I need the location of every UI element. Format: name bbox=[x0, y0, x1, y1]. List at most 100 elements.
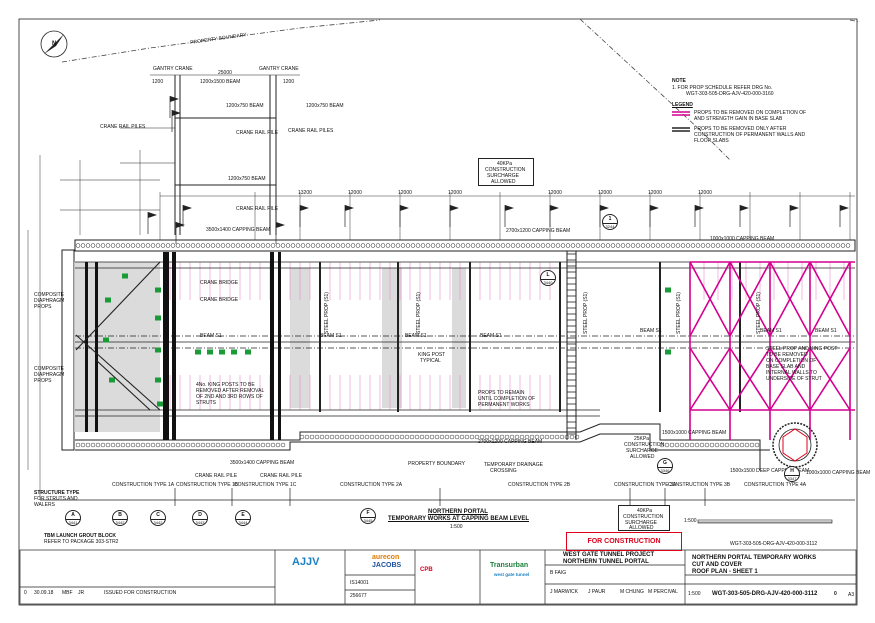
approver-name: M PERCIVAL bbox=[648, 589, 678, 595]
wall-panel bbox=[694, 442, 700, 448]
wall-panel bbox=[314, 434, 320, 440]
diagonal-prop bbox=[689, 347, 731, 411]
flag-head bbox=[840, 205, 849, 211]
wall-panel bbox=[409, 434, 415, 440]
wall-panel bbox=[725, 243, 731, 248]
wall-panel bbox=[444, 434, 450, 440]
wall-panel bbox=[140, 442, 146, 448]
wall-panel bbox=[754, 442, 760, 448]
capping-beam-label-g: 1500x1500 DEEP CAPPING BEAM bbox=[730, 468, 810, 474]
flag-head bbox=[148, 212, 157, 218]
king-post-label: KING POST bbox=[418, 352, 446, 358]
crane-rail-piles-label-a: CRANE RAIL PILES bbox=[100, 124, 146, 130]
shaded-area bbox=[74, 262, 466, 432]
wall-panel bbox=[840, 243, 846, 248]
flag-head bbox=[276, 222, 285, 228]
wall-panel bbox=[75, 243, 81, 248]
wall-panel bbox=[475, 243, 481, 248]
wall-panel bbox=[110, 442, 116, 448]
wall-panel bbox=[410, 243, 416, 248]
wall-panel bbox=[714, 442, 720, 448]
section-marker-id: H bbox=[790, 468, 794, 474]
wall-panel bbox=[525, 243, 531, 248]
plan-subtitle: TEMPORARY WORKS AT CAPPING BEAM LEVEL bbox=[388, 516, 530, 522]
steel-prop-line bbox=[739, 262, 741, 412]
capping-beam-label-h: 1000x1000 CAPPING BEAM bbox=[806, 470, 871, 476]
span-dim-0: 13200 bbox=[298, 190, 312, 196]
wall-panel bbox=[659, 442, 665, 448]
flag-markers bbox=[147, 96, 849, 244]
wall-panel bbox=[755, 243, 761, 248]
wall-panel bbox=[430, 243, 436, 248]
king-post-marker bbox=[155, 377, 161, 383]
section-marker-id: B bbox=[118, 512, 122, 518]
strut-column bbox=[172, 252, 176, 440]
wall-panel bbox=[820, 243, 826, 248]
king-post-marker bbox=[155, 287, 161, 293]
wall-panel bbox=[235, 442, 241, 448]
flag-marker bbox=[147, 212, 157, 234]
rev-date: 30.09.18 bbox=[34, 590, 54, 596]
king-post-marker bbox=[195, 349, 201, 355]
wall-panel bbox=[155, 243, 161, 248]
wall-panel bbox=[440, 243, 446, 248]
designer-name: B FAIG bbox=[550, 570, 567, 576]
strut-column bbox=[278, 252, 281, 440]
section-marker-id: C bbox=[156, 512, 160, 518]
strut-columns bbox=[85, 252, 741, 440]
steel-props-bracing bbox=[689, 261, 855, 440]
wall-panel bbox=[549, 434, 555, 440]
diagonal-prop bbox=[729, 347, 771, 411]
flag-marker bbox=[449, 205, 459, 227]
rev-description: ISSUED FOR CONSTRUCTION bbox=[104, 590, 177, 596]
wall-panel bbox=[399, 434, 405, 440]
gantry-crane-label-left: GANTRY CRANE bbox=[153, 66, 193, 72]
dimension-lines-left bbox=[27, 150, 141, 500]
wall-panel bbox=[115, 243, 121, 248]
flag-head bbox=[740, 205, 749, 211]
wall-panel bbox=[544, 434, 550, 440]
construction-type-4a: CONSTRUCTION TYPE 4A bbox=[744, 482, 807, 488]
wall-panel bbox=[534, 434, 540, 440]
wall-panel bbox=[190, 243, 196, 248]
wall-panel bbox=[610, 243, 616, 248]
wall-panel bbox=[304, 434, 310, 440]
diagonal-prop bbox=[769, 261, 811, 337]
steel-prop-line bbox=[397, 262, 399, 412]
wall-panel bbox=[330, 243, 336, 248]
wall-panel bbox=[190, 442, 196, 448]
wall-panel bbox=[339, 434, 345, 440]
wall-panel bbox=[514, 434, 520, 440]
flag-marker bbox=[694, 205, 704, 227]
dim-1200-left: 1200 bbox=[152, 79, 164, 85]
king-post-marker bbox=[231, 349, 237, 355]
wall-panel bbox=[519, 434, 525, 440]
temp-drainage-crossing-label: CROSSING bbox=[490, 468, 517, 474]
wall-panel bbox=[770, 243, 776, 248]
wall-panel bbox=[605, 243, 611, 248]
wall-panel bbox=[260, 243, 266, 248]
wall-panel bbox=[790, 243, 796, 248]
wall-panel bbox=[484, 434, 490, 440]
wall-panel bbox=[550, 243, 556, 248]
wall-panel bbox=[680, 243, 686, 248]
wall-panel bbox=[285, 243, 291, 248]
project-name: WEST GATE TUNNEL PROJECT bbox=[563, 552, 655, 558]
wall-panel bbox=[600, 243, 606, 248]
wall-panel bbox=[425, 243, 431, 248]
wall-panel bbox=[710, 243, 716, 248]
wall-panel bbox=[80, 442, 86, 448]
rev-by: MBF bbox=[62, 590, 73, 596]
wall-panel bbox=[435, 243, 441, 248]
circular-shaft bbox=[772, 422, 818, 468]
steel-prop-label-b: STEEL PROP (S1) bbox=[415, 292, 422, 334]
wall-panel bbox=[200, 243, 206, 248]
west-wall bbox=[61, 249, 75, 451]
wall-panel bbox=[150, 442, 156, 448]
wall-panel bbox=[805, 243, 811, 248]
wall-panel bbox=[405, 243, 411, 248]
wall-panel bbox=[765, 243, 771, 248]
section-marker-ref: 3440 bbox=[541, 279, 555, 285]
